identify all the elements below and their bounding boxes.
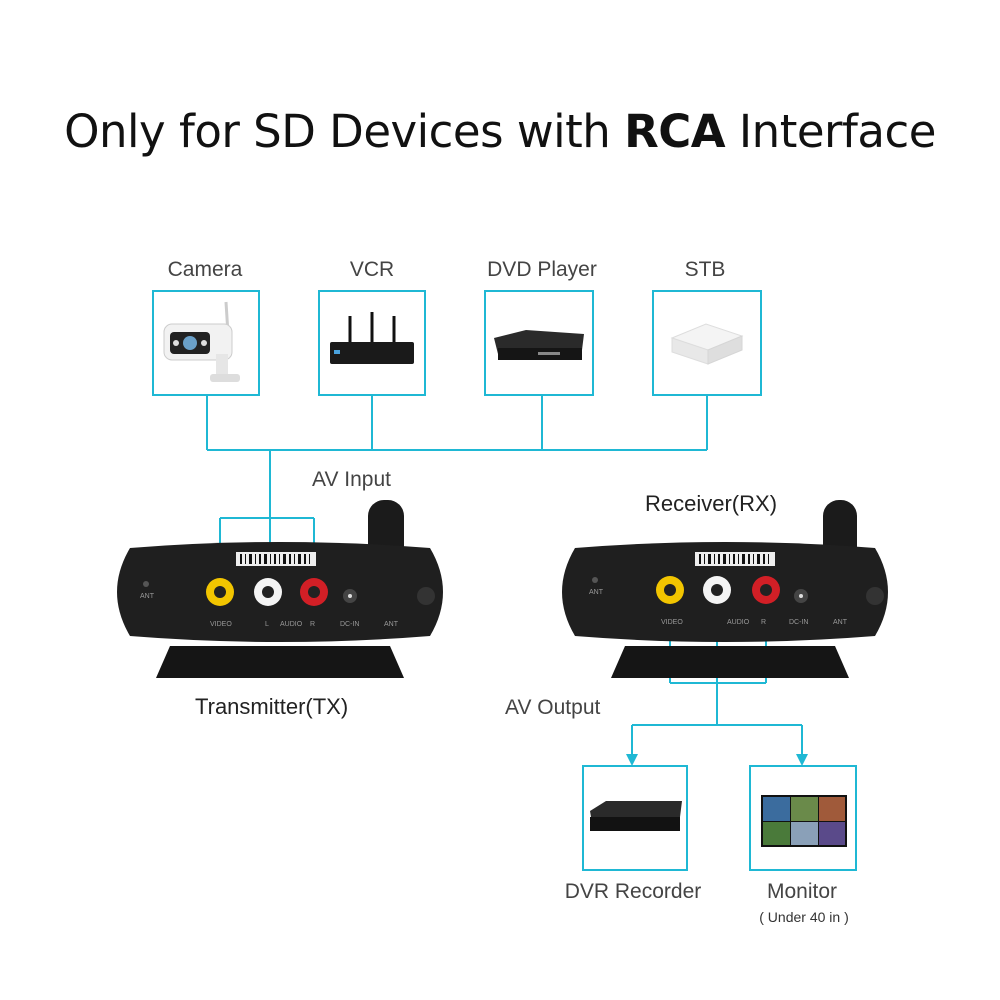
- receiver-device: ANT VIDEO AUDIO R DC-IN ANT: [545, 500, 905, 690]
- tx-video-text: VIDEO: [210, 621, 232, 628]
- tx-dcin-text: DC-IN: [340, 621, 359, 628]
- camera-icon: [154, 292, 258, 394]
- dvr-recorder-icon: [584, 767, 686, 869]
- tx-ant-left-text: ANT: [140, 593, 155, 600]
- dvd-player-label: DVD Player: [462, 258, 622, 282]
- tx-l-text: L: [265, 621, 269, 628]
- transmitter-device: ANT VIDEO L AUDIO R DC-IN ANT: [100, 500, 460, 690]
- av-input-label: AV Input: [312, 468, 391, 492]
- monitor-icon: [751, 767, 855, 869]
- monitor-label: Monitor: [722, 880, 882, 904]
- tx-audio-text: AUDIO: [280, 621, 303, 628]
- dvd-player-icon: [486, 292, 592, 394]
- monitor-sublabel: ( Under 40 in ): [734, 909, 874, 925]
- stb-label: STB: [625, 258, 785, 282]
- stb-box: [652, 290, 762, 396]
- camera-label: Camera: [125, 258, 285, 282]
- av-output-label: AV Output: [505, 696, 600, 720]
- monitor-box: [749, 765, 857, 871]
- dvd-player-box: [484, 290, 594, 396]
- rx-video-text: VIDEO: [661, 619, 683, 626]
- vcr-box: [318, 290, 426, 396]
- dvr-recorder-label: DVR Recorder: [553, 880, 713, 904]
- transmitter-label: Transmitter(TX): [195, 694, 348, 720]
- camera-box: [152, 290, 260, 396]
- tx-ant-right-text: ANT: [384, 621, 399, 628]
- stb-icon: [654, 292, 760, 394]
- rx-audio-text: AUDIO: [727, 619, 750, 626]
- rx-ant-right-text: ANT: [833, 619, 848, 626]
- rx-dcin-text: DC-IN: [789, 619, 808, 626]
- rx-r-text: R: [761, 619, 766, 626]
- vcr-label: VCR: [292, 258, 452, 282]
- rx-ant-left-text: ANT: [589, 589, 604, 596]
- dvr-recorder-box: [582, 765, 688, 871]
- vcr-icon: [320, 292, 424, 394]
- tx-r-text: R: [310, 621, 315, 628]
